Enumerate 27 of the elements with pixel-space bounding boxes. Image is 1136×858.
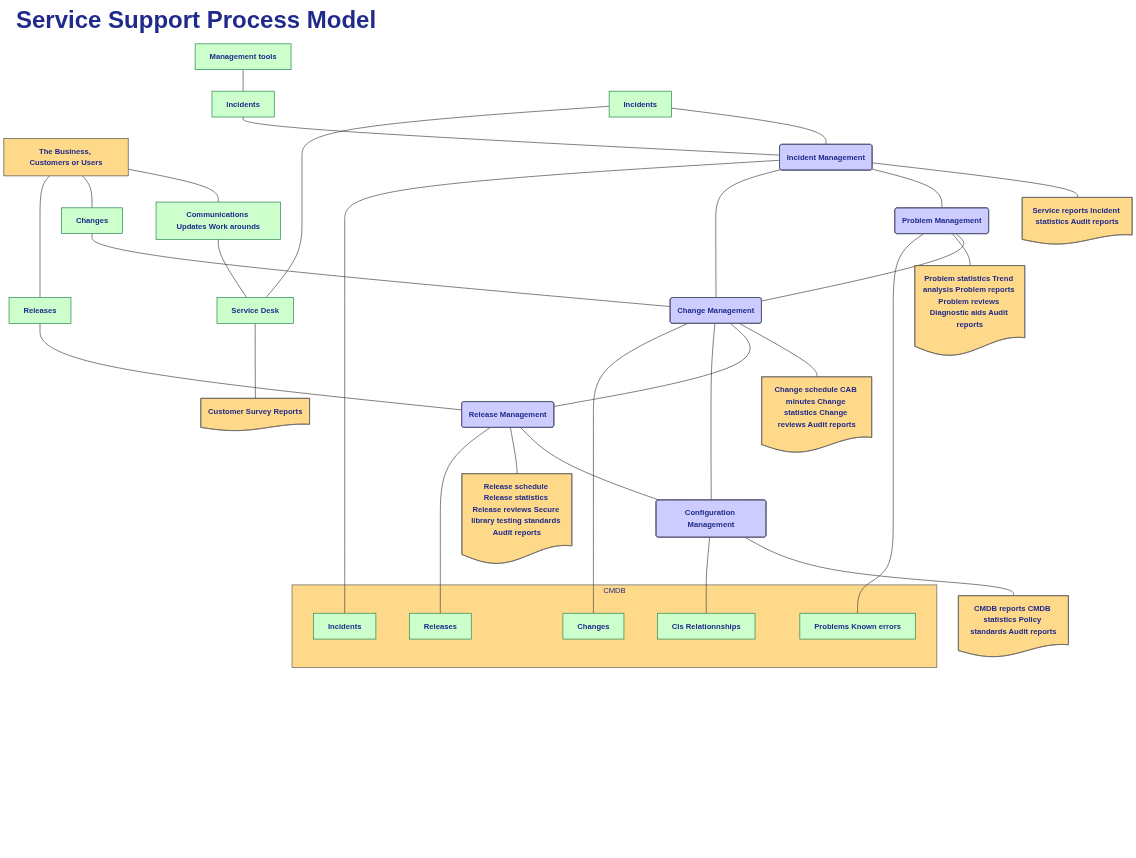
connector	[254, 323, 256, 399]
connector	[952, 233, 971, 267]
connector	[761, 233, 964, 302]
connector	[127, 168, 219, 203]
connector	[520, 427, 660, 501]
connector	[593, 323, 688, 614]
connector	[39, 323, 463, 411]
connector	[344, 159, 781, 614]
connector	[242, 116, 781, 156]
diagram-title: Service Support Process Model	[16, 6, 378, 34]
connector	[265, 106, 610, 298]
connector	[871, 168, 943, 209]
connector	[872, 162, 1078, 198]
connector	[671, 107, 827, 145]
connector	[710, 323, 716, 501]
connector	[39, 175, 50, 298]
connector	[440, 427, 491, 614]
connector	[705, 537, 710, 614]
connector	[91, 233, 671, 307]
connector	[82, 175, 93, 209]
connector	[739, 323, 818, 378]
connector	[715, 169, 781, 299]
connector	[744, 537, 1014, 597]
connector	[510, 427, 518, 475]
connector	[553, 323, 751, 407]
connector	[217, 239, 247, 298]
connector	[857, 233, 924, 614]
